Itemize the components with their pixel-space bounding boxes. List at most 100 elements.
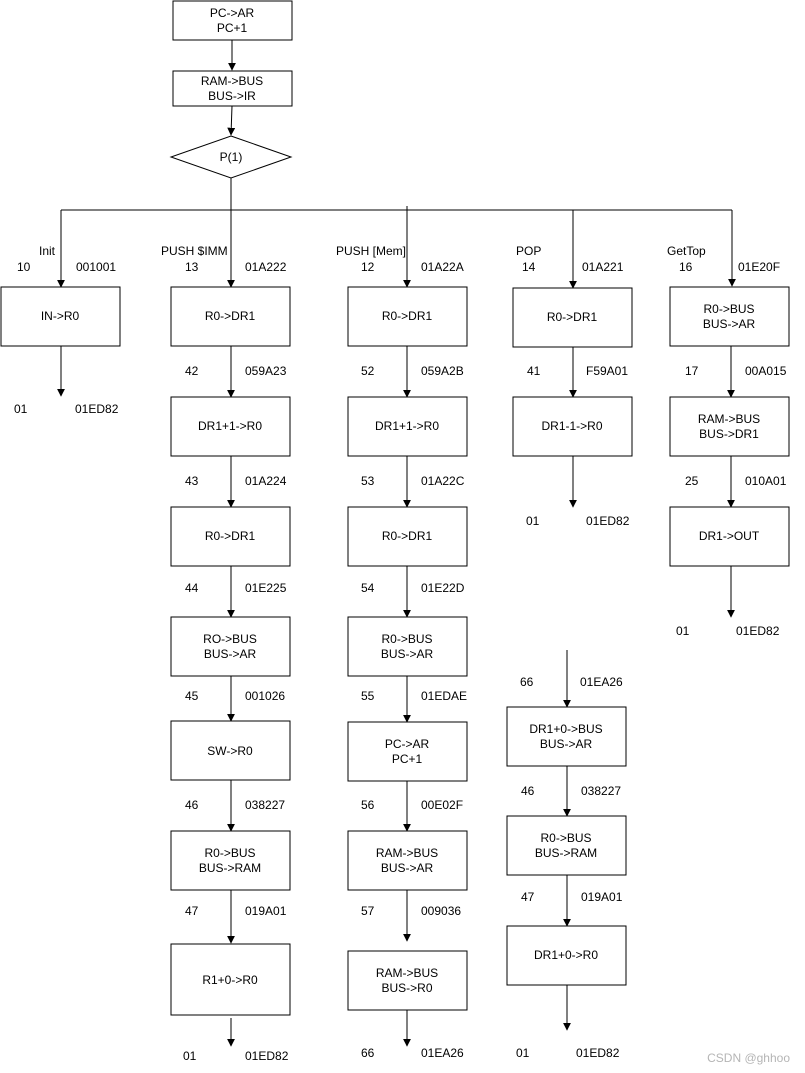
next-addr: 01 xyxy=(526,514,540,528)
step-line: R0->DR1 xyxy=(205,529,256,543)
step-line: BUS->RAM xyxy=(199,861,261,875)
step-addr: 17 xyxy=(685,364,699,378)
step-box xyxy=(669,506,790,567)
step-addr: 47 xyxy=(185,904,199,918)
step-line: BUS->AR xyxy=(540,737,593,751)
step-box xyxy=(170,830,291,891)
column-name-push-imm: PUSH $IMM xyxy=(161,244,228,258)
column-addr-gettop: 16 xyxy=(679,260,693,274)
next-addr: 01 xyxy=(676,624,690,638)
step-addr: 46 xyxy=(521,784,535,798)
step-box xyxy=(347,506,468,567)
fetch-section: PC->AR PC+1 RAM->BUS BUS->IR P(1) xyxy=(61,0,732,211)
step-line: BUS->AR xyxy=(204,647,257,661)
step-code: 038227 xyxy=(245,798,285,812)
step-box xyxy=(506,925,627,986)
step-line: DR1-1->R0 xyxy=(541,419,602,433)
step-box xyxy=(170,943,291,1016)
step-line: R0->BUS xyxy=(204,846,255,860)
step-box xyxy=(170,396,291,457)
step-box xyxy=(512,396,633,457)
step-addr: 25 xyxy=(685,474,699,488)
step-line: BUS->AR xyxy=(381,861,434,875)
step-box xyxy=(347,830,468,891)
step-box xyxy=(0,286,121,347)
step-code: 00E02F xyxy=(421,798,463,812)
step-addr: 53 xyxy=(361,474,375,488)
step-addr: 55 xyxy=(361,689,375,703)
step-line: RO->BUS xyxy=(203,632,257,646)
column-code-push-imm: 01A222 xyxy=(245,260,287,274)
step-code: 038227 xyxy=(581,784,621,798)
load-ir-line-1: RAM->BUS xyxy=(201,74,263,88)
step-line: DR1+1->R0 xyxy=(375,419,439,433)
next-code: 01ED82 xyxy=(586,514,630,528)
step-box xyxy=(506,815,627,876)
step-code: 01EDAE xyxy=(421,689,467,703)
step-addr: 57 xyxy=(361,904,375,918)
fetch-line-1: PC->AR xyxy=(210,6,255,20)
step-box xyxy=(512,287,633,348)
arrow-load-to-decision xyxy=(227,105,236,136)
column-addr-push-mem: 12 xyxy=(361,260,375,274)
step-box xyxy=(170,720,291,781)
step-box xyxy=(347,396,468,457)
step-addr: 52 xyxy=(361,364,375,378)
column-code-gettop: 01E20F xyxy=(738,260,780,274)
step-line: R0->DR1 xyxy=(382,529,433,543)
column-name-init: Init xyxy=(39,244,56,258)
step-line: BUS->DR1 xyxy=(699,427,759,441)
next-addr: 01 xyxy=(183,1049,197,1063)
column-pop: POP 14 01A221 R0->DR1 41 F59A01 DR1-1->R… xyxy=(512,210,633,528)
step-line: R0->DR1 xyxy=(382,309,433,323)
column-init: Init 10 001001 IN->R0 01 01ED82 xyxy=(0,210,121,416)
column-code-entry-66: 01EA26 xyxy=(580,675,623,689)
next-code: 01EA26 xyxy=(421,1046,464,1060)
step-line: DR1->OUT xyxy=(699,529,760,543)
step-line: R0->BUS xyxy=(540,831,591,845)
next-addr: 01 xyxy=(516,1046,530,1060)
step-line: DR1+0->R0 xyxy=(534,948,598,962)
next-addr: 01 xyxy=(14,402,28,416)
step-addr: 43 xyxy=(185,474,199,488)
watermark: CSDN @ghhoo xyxy=(707,1051,790,1065)
fetch-line-2: PC+1 xyxy=(217,21,248,35)
step-code: 01A224 xyxy=(245,474,287,488)
step-code: 019A01 xyxy=(245,904,287,918)
step-box xyxy=(170,286,291,347)
step-line: BUS->AR xyxy=(703,317,756,331)
next-code: 01ED82 xyxy=(576,1046,620,1060)
column-code-init: 001001 xyxy=(76,260,116,274)
column-gettop: GetTop 16 01E20F R0->BUS BUS->AR 17 00A0… xyxy=(667,210,790,638)
next-code: 01ED82 xyxy=(736,624,780,638)
step-code: 001026 xyxy=(245,689,285,703)
next-code: 01ED82 xyxy=(75,402,119,416)
fetch-box xyxy=(172,0,293,41)
step-line: DR1+1->R0 xyxy=(198,419,262,433)
step-line: RAM->BUS xyxy=(698,412,760,426)
step-box xyxy=(347,950,468,1011)
step-addr: 54 xyxy=(361,581,375,595)
step-box xyxy=(506,706,627,767)
load-ir-line-2: BUS->IR xyxy=(208,89,256,103)
step-line: RAM->BUS xyxy=(376,966,438,980)
load-ir-box xyxy=(172,70,293,107)
decision-label: P(1) xyxy=(220,150,243,164)
step-code: 01A22C xyxy=(421,474,465,488)
step-line: RAM->BUS xyxy=(376,846,438,860)
step-addr: 46 xyxy=(185,798,199,812)
step-line: PC+1 xyxy=(392,752,423,766)
step-line: SW->R0 xyxy=(207,744,253,758)
step-box xyxy=(669,396,790,457)
step-code: 00A015 xyxy=(745,364,787,378)
column-addr-pop: 14 xyxy=(522,260,536,274)
column-entry-66: 66 01EA26 DR1+0->BUS BUS->AR 46 038227 R… xyxy=(506,650,627,1060)
step-box xyxy=(347,616,468,677)
step-code: 010A01 xyxy=(745,474,787,488)
step-code: F59A01 xyxy=(586,364,628,378)
step-line: BUS->AR xyxy=(381,647,434,661)
step-code: 019A01 xyxy=(581,890,623,904)
step-addr: 45 xyxy=(185,689,199,703)
step-addr: 56 xyxy=(361,798,375,812)
column-push-imm: PUSH $IMM 13 01A222 R0->DR1 42 059A23 DR… xyxy=(161,210,291,1063)
